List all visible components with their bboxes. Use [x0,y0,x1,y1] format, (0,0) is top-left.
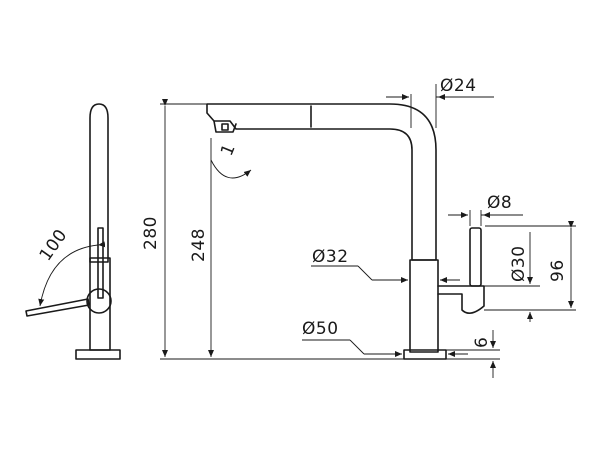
lever-stem [469,227,482,287]
dimension-d50 [302,339,468,357]
side-view-body [89,257,111,351]
dimension-d32 [311,265,460,283]
side-view [25,103,121,360]
side-view-spout [89,103,109,263]
spray-head [213,120,237,133]
lever-hub [437,285,485,314]
dimension-d8 [448,210,523,226]
h96-label: 96 [548,259,568,282]
h6-label: 6 [472,337,492,348]
d8-label: Ø8 [487,193,512,213]
spout-outline [206,103,437,261]
dimension-d24 [386,84,494,128]
lever-rotation-arc [38,241,106,307]
d30-label: Ø30 [509,245,529,282]
d50-label: Ø50 [302,319,339,339]
faucet-body [409,259,439,353]
dimension-96 [485,221,576,311]
d32-label: Ø32 [312,247,349,267]
angle-1-label: 1 [217,141,240,159]
side-view-lever-up [97,227,104,299]
angle-100-label: 100 [36,226,72,265]
spout-rotation-arc [210,159,252,179]
d24-label: Ø24 [440,76,477,96]
height-248-label: 248 [189,228,209,262]
dimension-6 [446,330,500,378]
side-view-base [75,349,121,360]
spray-nozzle [221,123,229,131]
front-view [206,103,485,360]
side-view-lever-open [25,298,90,317]
dimension-d30 [484,232,540,322]
height-280-label: 280 [141,216,161,250]
faucet-base [403,349,447,360]
